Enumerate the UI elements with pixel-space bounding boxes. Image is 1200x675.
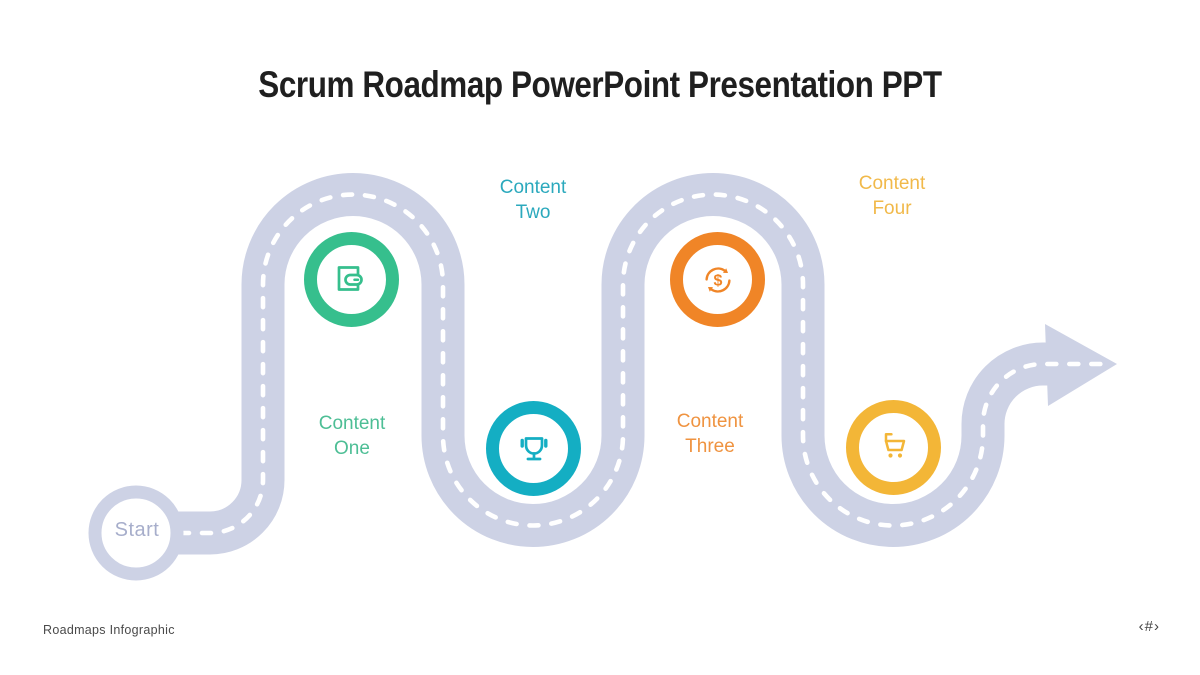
milestone-3-badge: $ bbox=[670, 232, 765, 327]
page-title-text: Scrum Roadmap PowerPoint Presentation PP… bbox=[258, 64, 942, 105]
svg-text:$: $ bbox=[713, 272, 722, 289]
slide-number-placeholder: ‹#› bbox=[1138, 618, 1160, 635]
wallet-icon bbox=[331, 259, 373, 301]
milestone-2-label: Content Two bbox=[499, 177, 567, 223]
start-label: Start bbox=[114, 519, 160, 541]
footer-text: Roadmaps Infographic bbox=[43, 623, 175, 637]
money-cycle-icon: $ bbox=[697, 259, 739, 301]
start-circle bbox=[88, 485, 184, 581]
milestone-4-badge bbox=[846, 400, 941, 495]
milestone-3-label: Content Three bbox=[676, 411, 744, 457]
milestone-2-badge bbox=[486, 401, 581, 496]
shopping-cart-icon bbox=[873, 427, 915, 469]
page-title: Scrum Roadmap PowerPoint Presentation PP… bbox=[0, 64, 1200, 106]
milestone-1-badge bbox=[304, 232, 399, 327]
road-center-dashes bbox=[133, 192, 1107, 536]
milestone-1-label: Content One bbox=[318, 413, 386, 459]
milestone-4-label: Content Four bbox=[858, 173, 926, 219]
trophy-icon bbox=[513, 428, 555, 470]
